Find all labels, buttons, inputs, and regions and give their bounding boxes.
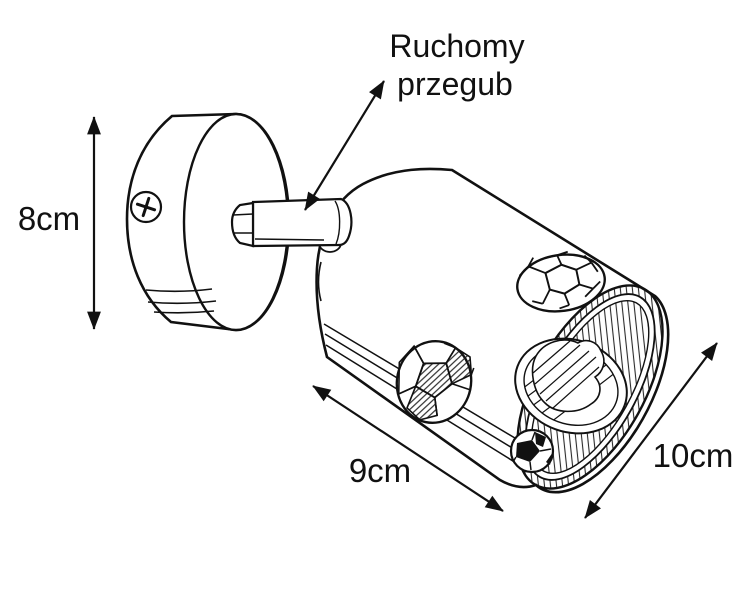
joint-label-line1: Ruchomy bbox=[389, 28, 524, 64]
dimension-arrow-width bbox=[312, 385, 504, 512]
canopy-seam-lines bbox=[145, 288, 217, 314]
dimension-label-height: 8cm bbox=[18, 200, 80, 237]
hex-nut bbox=[230, 201, 255, 248]
soccer-ball-top-icon bbox=[516, 250, 606, 313]
joint-pointer-arrow bbox=[304, 80, 385, 211]
dimension-label-width: 9cm bbox=[349, 452, 411, 489]
dimension-arrows bbox=[87, 80, 718, 519]
soccer-ball-small-icon bbox=[509, 428, 555, 474]
dimension-arrow-depth bbox=[584, 342, 718, 519]
wall-mount bbox=[125, 112, 291, 332]
shade-cap-crease bbox=[317, 261, 322, 302]
dimension-label-depth: 10cm bbox=[653, 437, 734, 474]
mounting-screw-icon bbox=[129, 190, 163, 224]
swivel-arm bbox=[230, 197, 353, 253]
bulb-outline bbox=[531, 339, 605, 413]
joint-label-line2: przegub bbox=[397, 66, 513, 102]
